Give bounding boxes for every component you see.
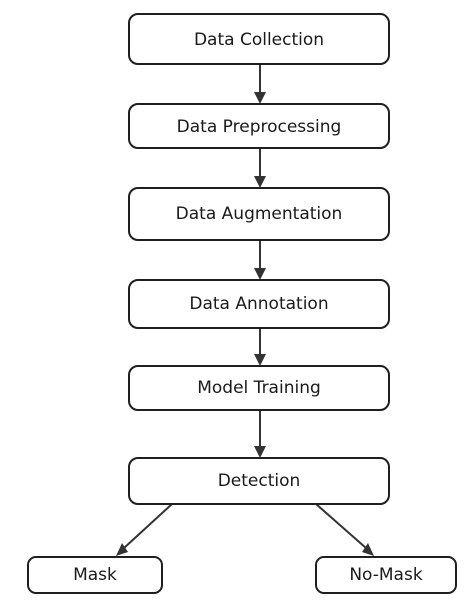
arrowhead-augmentation: [254, 176, 266, 188]
node-mask-label: Mask: [73, 565, 117, 585]
node-data-augmentation-label: Data Augmentation: [176, 204, 343, 224]
node-no-mask: No-Mask: [315, 556, 457, 594]
node-model-training: Model Training: [128, 365, 390, 411]
edges: [116, 64, 374, 556]
arrowhead-no-mask: [362, 543, 374, 556]
node-detection-label: Detection: [218, 471, 301, 491]
node-data-annotation: Data Annotation: [128, 279, 390, 329]
node-detection: Detection: [128, 457, 390, 505]
node-model-training-label: Model Training: [197, 378, 321, 398]
node-data-collection-label: Data Collection: [194, 30, 324, 50]
edge-detection-to-mask: [123, 503, 173, 549]
node-data-augmentation: Data Augmentation: [128, 187, 390, 241]
arrowhead-mask: [116, 543, 128, 556]
node-data-annotation-label: Data Annotation: [189, 294, 328, 314]
arrowhead-training: [254, 354, 266, 366]
node-data-preprocessing-label: Data Preprocessing: [177, 117, 342, 137]
arrowhead-annotation: [254, 268, 266, 280]
edge-detection-to-no-mask: [315, 503, 367, 549]
arrowhead-detection: [254, 446, 266, 458]
node-mask: Mask: [27, 556, 163, 594]
node-data-preprocessing: Data Preprocessing: [128, 103, 390, 149]
arrowhead-preprocessing: [254, 92, 266, 104]
node-no-mask-label: No-Mask: [349, 565, 423, 585]
node-data-collection: Data Collection: [128, 13, 390, 65]
